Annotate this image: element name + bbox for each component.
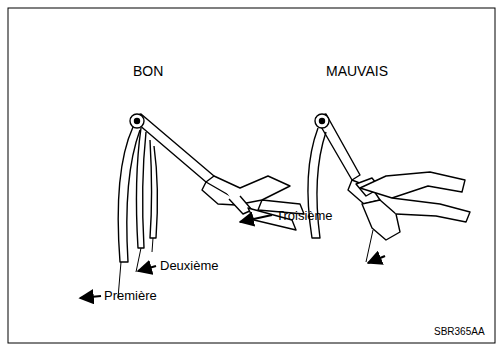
figure-code: SBR365AA [434,327,485,337]
step-label: Deuxième [160,259,219,272]
panel-heading: MAUVAIS [326,64,388,78]
panel-heading: BON [133,64,163,78]
step-label: Première [104,289,157,302]
step-label: Troisième [276,209,333,222]
